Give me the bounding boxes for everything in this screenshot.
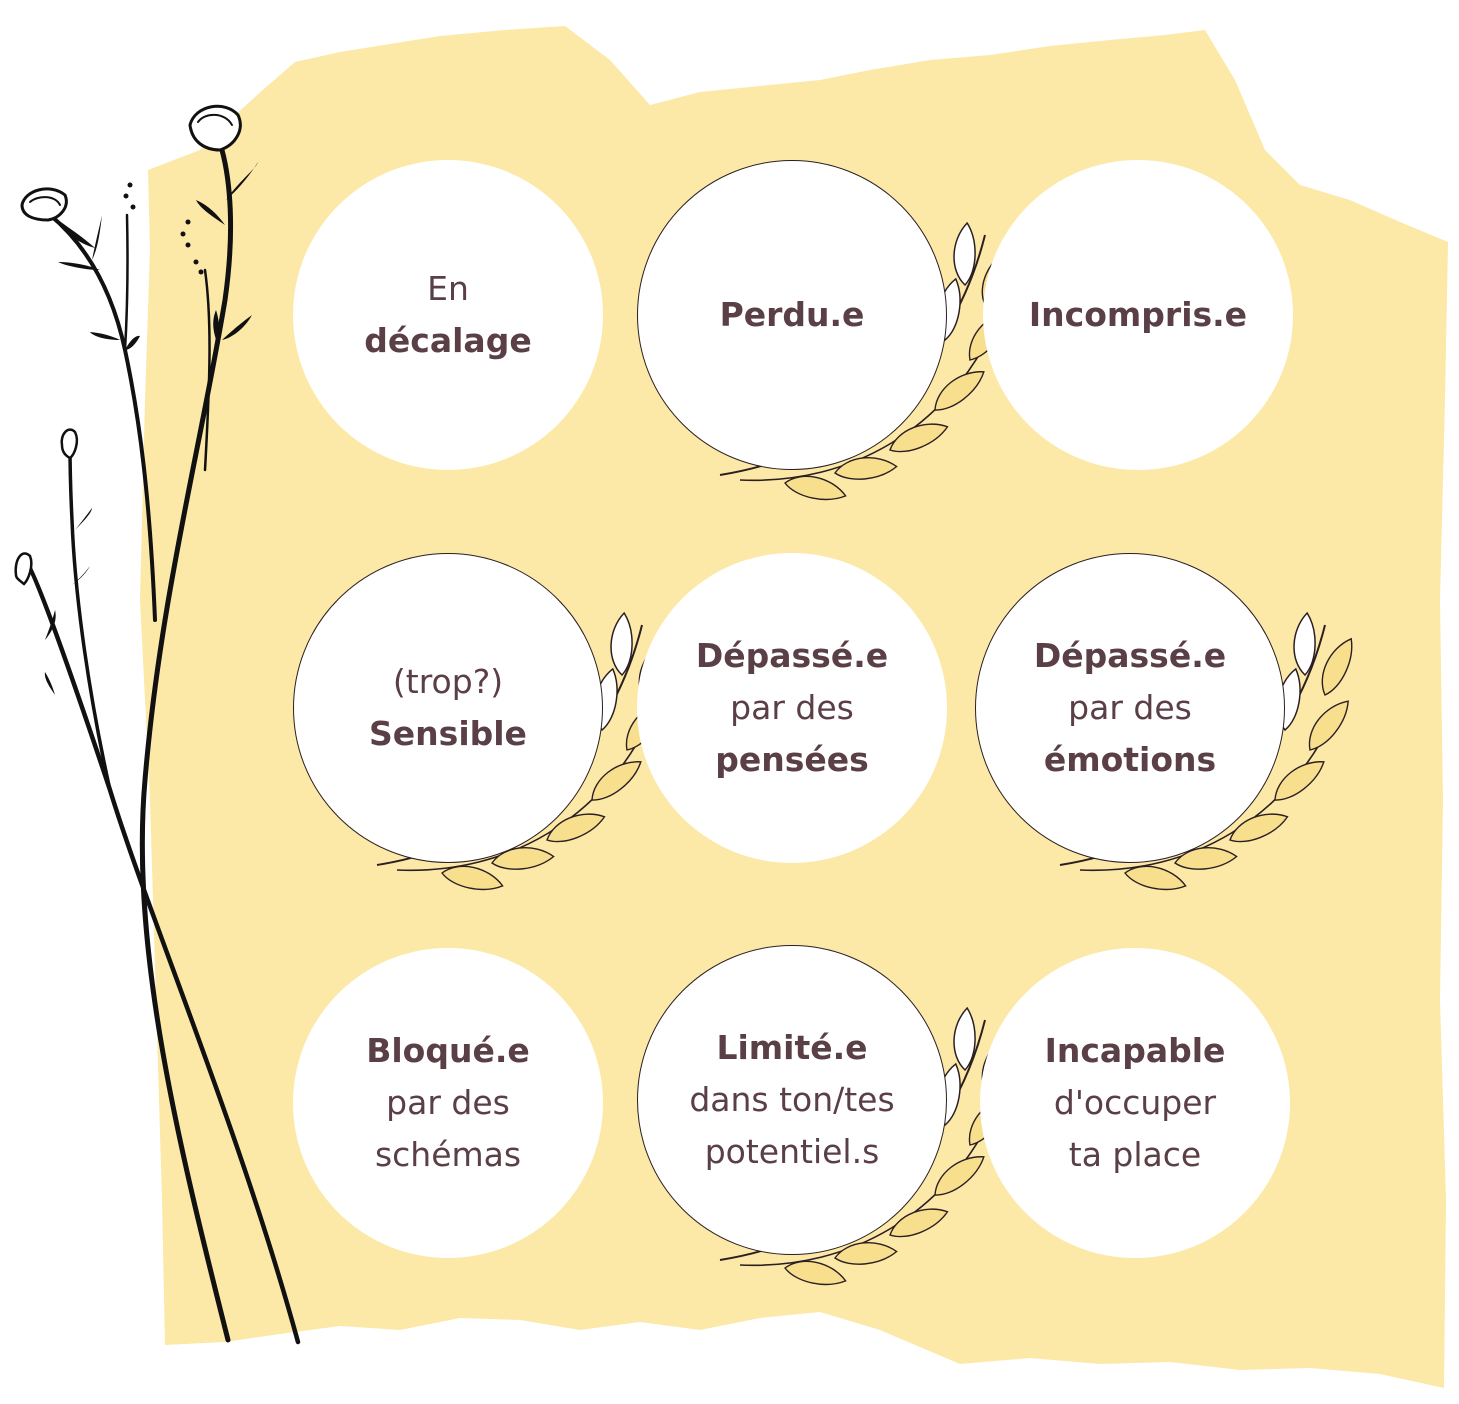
circle-line: dans ton/tes [689, 1080, 895, 1119]
circle-incapable: Incapable d'occuper ta place [980, 948, 1290, 1258]
circle-line: par des [386, 1083, 510, 1122]
circle-line: par des [730, 688, 854, 727]
circle-line: Sensible [369, 714, 527, 753]
circle-line: Dépassé.e [1033, 636, 1227, 675]
circle-line: Perdu.e [719, 295, 865, 334]
circle-bloque: Bloqué.e par des schémas [293, 948, 603, 1258]
circle-line: Dépassé.e [695, 636, 889, 675]
circle-incompris: Incompris.e [983, 160, 1293, 470]
circle-line: (trop?) [392, 662, 504, 701]
circle-line: par des [1068, 688, 1192, 727]
circle-en-decalage: En décalage [293, 160, 603, 470]
circle-line: ta place [1068, 1135, 1202, 1174]
circle-perdu: Perdu.e [637, 160, 947, 470]
circle-limite: Limité.e dans ton/tes potentiel.s [637, 945, 947, 1255]
circle-depasse-emotions: Dépassé.e par des émotions [975, 553, 1285, 863]
circle-line: Incapable [1044, 1031, 1226, 1070]
circle-line: Incompris.e [1028, 295, 1248, 334]
circle-line: émotions [1043, 740, 1217, 779]
circle-line: Bloqué.e [366, 1031, 530, 1070]
circle-depasse-pensees: Dépassé.e par des pensées [637, 553, 947, 863]
circle-line: schémas [374, 1135, 522, 1174]
circle-line: d'occuper [1053, 1083, 1217, 1122]
circle-line: Limité.e [716, 1028, 868, 1067]
circle-line: pensées [715, 740, 869, 779]
circle-line: En [427, 269, 469, 308]
circle-line: décalage [364, 321, 532, 360]
circle-line: potentiel.s [704, 1132, 880, 1171]
circle-sensible: (trop?) Sensible [293, 553, 603, 863]
